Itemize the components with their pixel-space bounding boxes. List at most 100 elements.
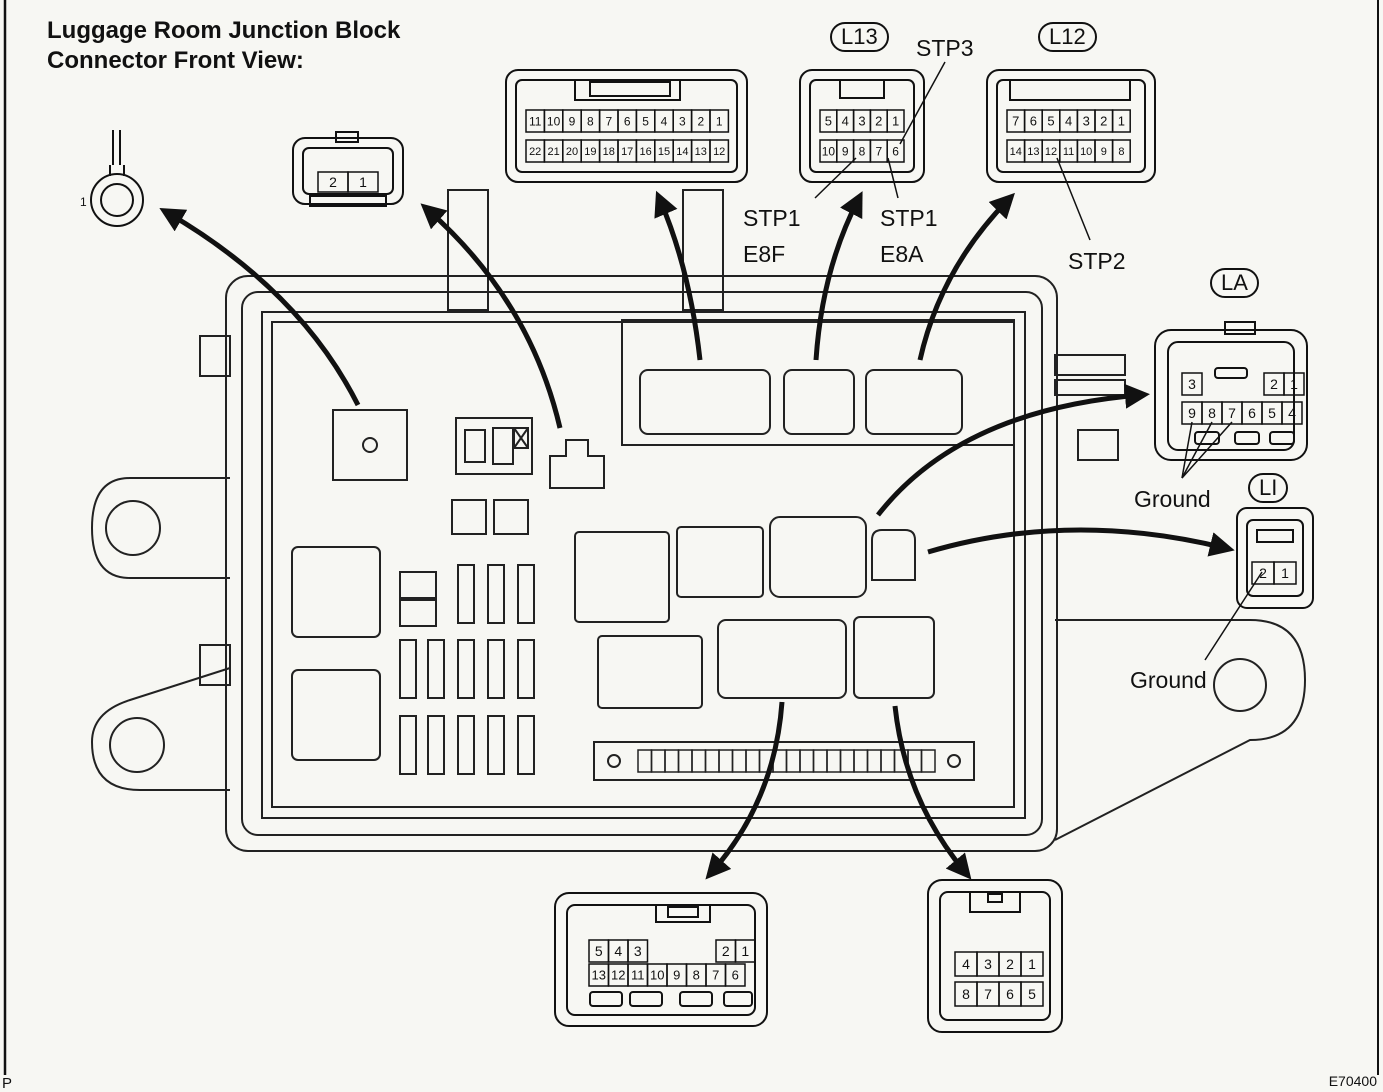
- pin-number: 11: [631, 968, 645, 983]
- corner-mark: P: [2, 1075, 13, 1092]
- pin-number: 8: [962, 986, 970, 1002]
- pin-number: 8: [1208, 405, 1216, 421]
- fuse-strip-cell: [866, 749, 882, 773]
- pin-number: 4: [842, 114, 849, 129]
- pin-number: 2: [697, 114, 704, 128]
- pin-number: 14: [1010, 146, 1022, 158]
- fuse-strip-cell: [880, 749, 896, 773]
- arrow-to-e8f: [654, 190, 703, 361]
- fuse-strip-cell: [745, 749, 761, 773]
- pin-number: 7: [984, 986, 992, 1002]
- pin-cell: [1020, 981, 1044, 1007]
- connector-l12-shell: [986, 69, 1156, 183]
- socket-li: [871, 529, 916, 581]
- fuse-strip-cell: [839, 749, 855, 773]
- center-socket-c: [597, 635, 703, 709]
- fuse-strip-cell: [677, 749, 693, 773]
- pin-number: 2: [1006, 956, 1014, 972]
- arrow-to-bottom-8pin: [892, 705, 972, 880]
- ring-terminal-socket: [332, 409, 408, 481]
- pin-number: 9: [1188, 405, 1196, 421]
- leader-stp1-right: [887, 157, 899, 199]
- pin-number: 5: [595, 943, 603, 959]
- pin-number: 15: [658, 146, 670, 158]
- top-latch-mid: [682, 189, 724, 311]
- pin-number: 13: [592, 968, 606, 983]
- fuse-strip-cell: [691, 749, 707, 773]
- pin-number: 1: [359, 174, 367, 190]
- connector-l13-shell: [799, 69, 925, 183]
- pin-cell: [1273, 561, 1297, 585]
- pin-number: 4: [614, 943, 622, 959]
- relay-lower: [291, 669, 381, 761]
- pin-cell: [1111, 139, 1131, 163]
- connector-code-l13: L13: [830, 22, 889, 52]
- pin-number: 8: [859, 144, 866, 158]
- leader-stp2: [1056, 157, 1091, 241]
- arrow-to-l12: [917, 192, 1015, 361]
- pin-number: 12: [713, 146, 725, 158]
- pin-number: 2: [722, 943, 730, 959]
- pin-number: 4: [1065, 114, 1072, 129]
- pin-number: 6: [1030, 114, 1037, 129]
- pin-cell: [1111, 109, 1131, 133]
- pin-cell: [724, 963, 746, 987]
- label-ground-li: Ground: [1130, 667, 1207, 693]
- fuse-strip-cell: [799, 749, 815, 773]
- pin-number: 1: [892, 114, 899, 129]
- leader-lines: [814, 61, 1263, 661]
- pin-cell: [1281, 401, 1303, 425]
- leader-ground-la-1: [1181, 421, 1193, 479]
- connector-e8f-shell: [505, 69, 748, 183]
- socket-la: [769, 516, 867, 598]
- fuse-strip-cell: [718, 749, 734, 773]
- title-line-1: Luggage Room Junction Block: [47, 17, 401, 44]
- socket-l13: [783, 369, 855, 435]
- pin-cell: [1283, 372, 1305, 396]
- fuse-strip-cell: [920, 749, 936, 773]
- fuse-strip-cell: [731, 749, 747, 773]
- pin-number: 21: [547, 146, 559, 158]
- connector-li-shell: [1236, 507, 1314, 609]
- pin-number: 9: [569, 114, 576, 128]
- lower-left-mount-hole: [109, 717, 165, 773]
- left-mount-hole: [105, 500, 161, 556]
- arrow-to-l13: [813, 191, 863, 361]
- pin-number: 7: [605, 114, 612, 128]
- pin-number: 22: [529, 146, 541, 158]
- pin-number: 2: [1259, 565, 1267, 581]
- label-stp1-right: STP1: [880, 205, 938, 231]
- pin-cell: [1020, 951, 1044, 977]
- pin-number: 3: [1083, 114, 1090, 129]
- fuse-strip-cell: [650, 749, 666, 773]
- pin-number: 6: [1248, 405, 1256, 421]
- ring-terminal: [90, 130, 144, 227]
- pin-number: 5: [1047, 114, 1054, 129]
- left-mounting-ear: [90, 477, 230, 579]
- fuse-strip-cell: [637, 749, 653, 773]
- pin-number: 6: [732, 968, 739, 983]
- pin-number: 11: [529, 114, 542, 128]
- page-border: [3, 0, 1379, 1075]
- pin-number: 3: [679, 114, 686, 128]
- pin-number: 4: [661, 114, 668, 128]
- pin-number: 12: [1045, 146, 1057, 158]
- label-stp2: STP2: [1068, 248, 1126, 274]
- pin-number: 2: [875, 114, 882, 129]
- center-socket-b: [676, 526, 764, 598]
- fuse-strip-cell: [704, 749, 720, 773]
- connector-code-l12: L12: [1038, 22, 1097, 52]
- socket-bottom-8pin: [853, 616, 935, 699]
- fuse-strip-cell: [785, 749, 801, 773]
- pin-number: 1: [1028, 956, 1036, 972]
- diagram-title: Luggage Room Junction Block Connector Fr…: [47, 16, 400, 76]
- pin-number: 10: [1080, 146, 1092, 158]
- pin-cell: [734, 939, 756, 963]
- right-mount-hole: [1213, 658, 1267, 712]
- arrow-to-bottom-13pin: [705, 701, 785, 880]
- fuse-strip-cell: [826, 749, 842, 773]
- label-stp3: STP3: [916, 35, 974, 61]
- lower-left-mounting-ear: [90, 667, 231, 791]
- pin-cell: [886, 109, 905, 133]
